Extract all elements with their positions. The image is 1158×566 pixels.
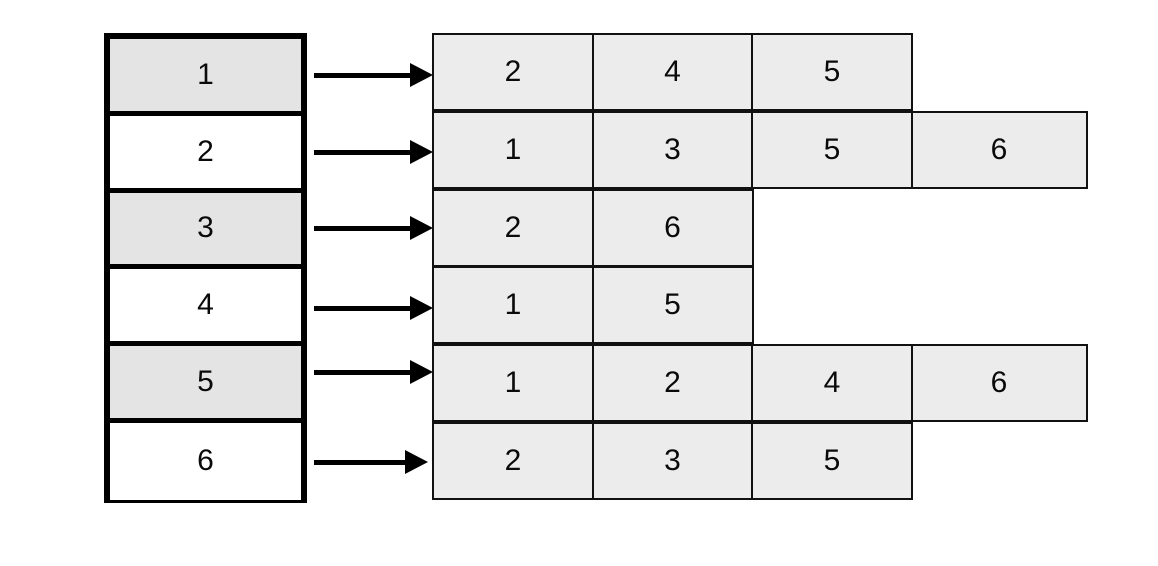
vertex-label: 3	[197, 211, 214, 245]
adjacency-cell-label: 2	[504, 55, 522, 88]
arrow-head	[405, 450, 428, 474]
adjacency-row-1: 2 4 5	[432, 33, 913, 111]
adjacency-cell-label: 6	[990, 366, 1008, 400]
adjacency-row-2: 1 3 5 6	[432, 110, 1088, 189]
adjacency-cell[interactable]: 2	[432, 188, 594, 267]
adjacency-cell-label: 3	[664, 444, 681, 477]
vertex-cell-1[interactable]: 1	[110, 39, 301, 116]
adjacency-cell[interactable]: 5	[751, 33, 913, 111]
adjacency-row-5: 1 2 4 6	[432, 344, 1088, 423]
arrow-shaft	[314, 459, 408, 465]
adjacency-cell[interactable]: 6	[591, 188, 754, 267]
adjacency-cell[interactable]: 1	[432, 344, 594, 423]
arrow-icon-vertex-4	[314, 296, 433, 320]
vertex-cell-3[interactable]: 3	[110, 192, 301, 270]
vertex-cell-5[interactable]: 5	[110, 346, 301, 423]
adjacency-cell[interactable]: 2	[591, 344, 754, 423]
adjacency-cell[interactable]: 3	[591, 110, 754, 189]
adjacency-cell[interactable]: 4	[591, 33, 754, 111]
arrow-icon-vertex-2	[314, 140, 433, 164]
adjacency-cell[interactable]: 6	[910, 110, 1088, 189]
adjacency-cell-label: 1	[504, 288, 522, 322]
adjacency-cell[interactable]: 5	[751, 422, 913, 500]
vertex-cell-2[interactable]: 2	[110, 115, 301, 193]
adjacency-cell[interactable]: 4	[751, 344, 913, 423]
adjacency-cell-label: 5	[823, 132, 841, 166]
adjacency-cell[interactable]: 2	[432, 422, 594, 500]
arrow-shaft	[314, 149, 413, 155]
vertex-label: 5	[197, 365, 214, 399]
adjacency-cell[interactable]: 5	[751, 110, 913, 189]
adjacency-cell[interactable]: 6	[910, 344, 1088, 423]
adjacency-cell-label: 4	[823, 366, 841, 400]
arrow-head	[410, 63, 433, 87]
arrow-head	[410, 216, 433, 240]
arrow-shaft	[314, 72, 413, 78]
adjacency-cell-label: 2	[504, 444, 522, 477]
adjacency-cell-label: 5	[664, 288, 681, 322]
adjacency-cell-label: 2	[664, 366, 681, 400]
vertex-cell-4[interactable]: 4	[110, 269, 301, 347]
adjacency-cell[interactable]: 1	[432, 266, 594, 345]
adjacency-cell[interactable]: 3	[591, 422, 754, 500]
arrow-head	[410, 360, 433, 384]
adjacency-cell-label: 3	[664, 132, 681, 166]
vertex-label: 6	[197, 444, 214, 478]
arrow-shaft	[314, 305, 413, 311]
adjacency-cell-label: 1	[504, 132, 522, 166]
adjacency-cell-label: 2	[504, 210, 522, 244]
adjacency-cell-label: 5	[823, 55, 841, 88]
adjacency-cell[interactable]: 1	[432, 110, 594, 189]
adjacency-cell-label: 6	[990, 132, 1008, 166]
vertex-label: 1	[197, 57, 214, 91]
adjacency-cell-label: 1	[504, 366, 522, 400]
adjacency-cell-label: 5	[823, 444, 841, 477]
adjacency-row-6: 2 3 5	[432, 422, 913, 500]
vertex-label: 4	[197, 288, 214, 322]
adjacency-cell[interactable]: 5	[591, 266, 754, 345]
arrow-shaft	[314, 225, 413, 231]
arrow-icon-vertex-1	[314, 63, 433, 87]
vertex-label: 2	[197, 134, 214, 168]
arrow-icon-vertex-3	[314, 216, 433, 240]
arrow-icon-vertex-5	[314, 360, 433, 384]
adjacency-cell-label: 6	[664, 210, 681, 244]
arrow-head	[410, 140, 433, 164]
arrow-icon-vertex-6	[314, 450, 428, 474]
arrow-shaft	[314, 369, 413, 375]
adjacency-cell-label: 4	[664, 55, 681, 88]
vertex-array: 1 2 3 4 5 6	[104, 33, 307, 503]
arrow-head	[410, 296, 433, 320]
adjacency-cell[interactable]: 2	[432, 33, 594, 111]
vertex-cell-6[interactable]: 6	[110, 423, 301, 500]
